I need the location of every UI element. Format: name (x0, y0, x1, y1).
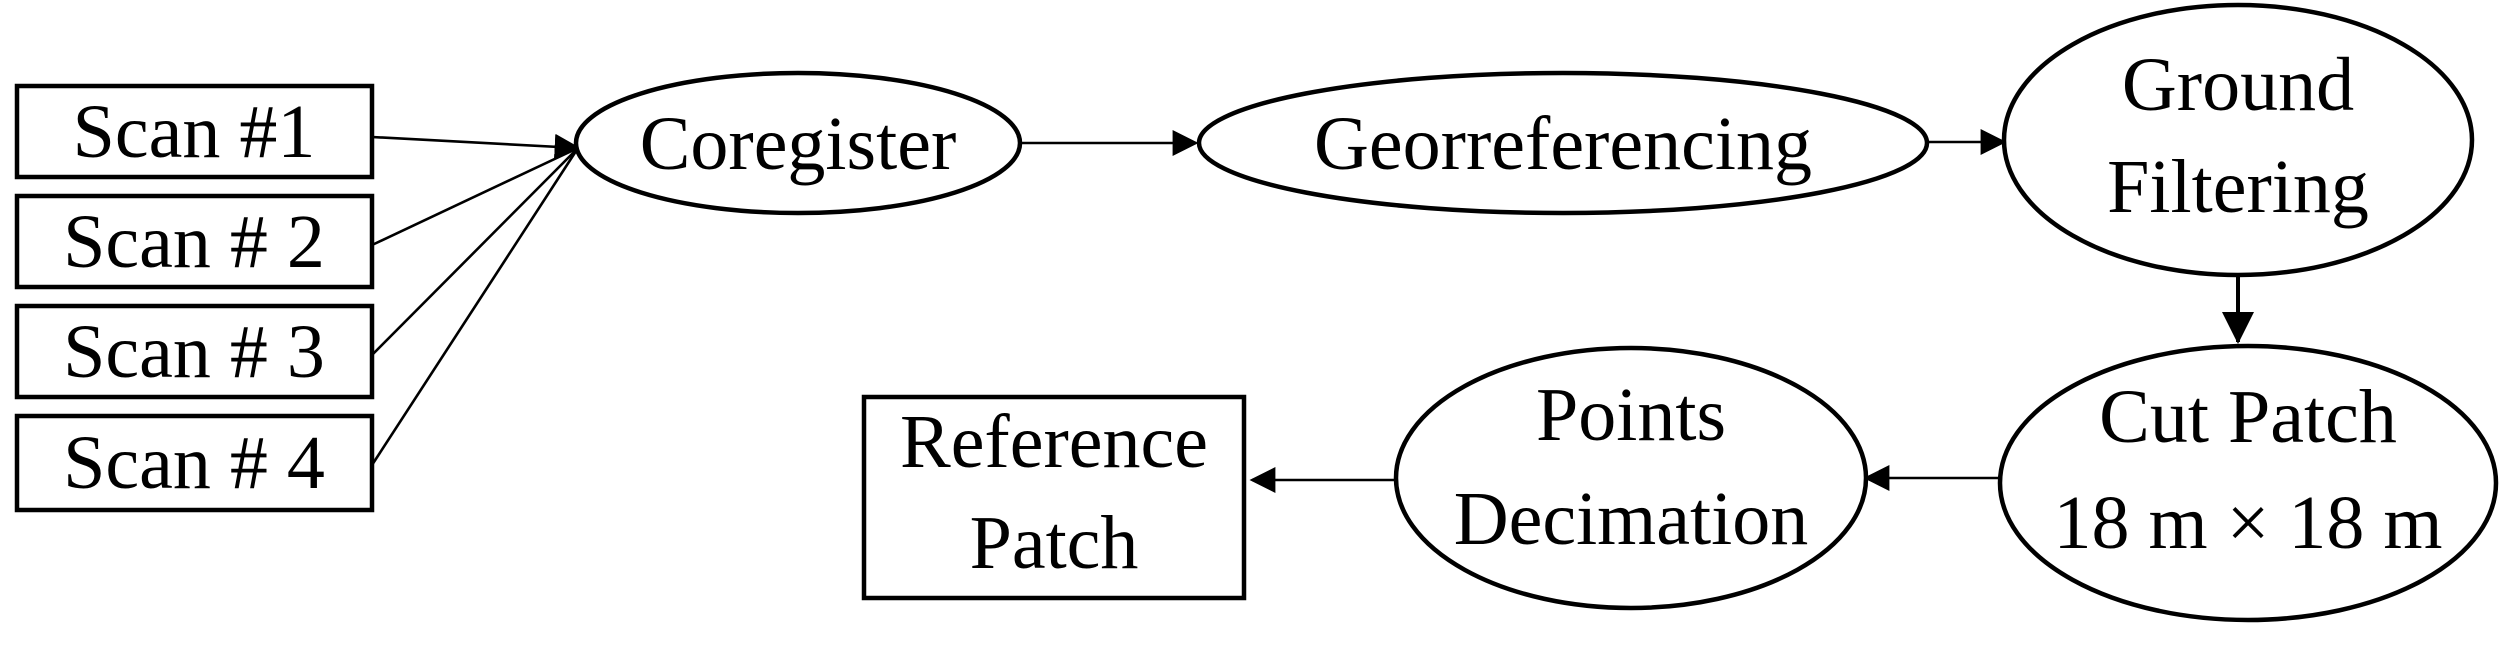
scan-label-1: Scan #1 (73, 90, 316, 174)
georreferencing-node: Georreferencing (1196, 70, 1930, 216)
scan-label-3: Scan # 3 (63, 310, 325, 394)
ground-filtering-node: Ground Filtering (2001, 2, 2475, 278)
georreferencing-label: Georreferencing (1314, 102, 1812, 186)
reference-patch-label-line1: Reference (900, 400, 1208, 484)
reference-patch-label-line2: Patch (970, 501, 1139, 585)
edge-scan1-coregister (371, 133, 581, 160)
points-decimation-label-line1: Points (1536, 373, 1726, 457)
scan-node-1: Scan #1 (14, 83, 375, 180)
reference-patch-node: Reference Patch (861, 394, 1247, 601)
ground-filtering-label-line1: Ground (2122, 43, 2354, 127)
edge-scan4-coregister (370, 147, 580, 466)
coregister-label: Coregister (640, 102, 957, 186)
cut-patch-node: Cut Patch 18 m × 18 m (1997, 343, 2499, 623)
points-decimation-node: Points Decimation (1393, 345, 1869, 611)
edge-scan3-coregister (371, 147, 579, 356)
points-decimation-label-line2: Decimation (1454, 477, 1809, 561)
scan-node-2: Scan # 2 (14, 193, 375, 290)
cut-patch-label-line1: Cut Patch (2099, 375, 2397, 459)
cut-patch-label-line2: 18 m × 18 m (2053, 481, 2442, 565)
scan-label-2: Scan # 2 (63, 200, 325, 284)
coregister-node: Coregister (573, 70, 1023, 216)
edges (370, 129, 2254, 493)
scan-node-4: Scan # 4 (14, 413, 375, 513)
ground-filtering-label-line2: Filtering (2107, 145, 2369, 229)
edge-scan2-coregister (371, 146, 579, 247)
scan-node-3: Scan # 3 (14, 303, 375, 400)
scan-label-4: Scan # 4 (63, 421, 325, 505)
